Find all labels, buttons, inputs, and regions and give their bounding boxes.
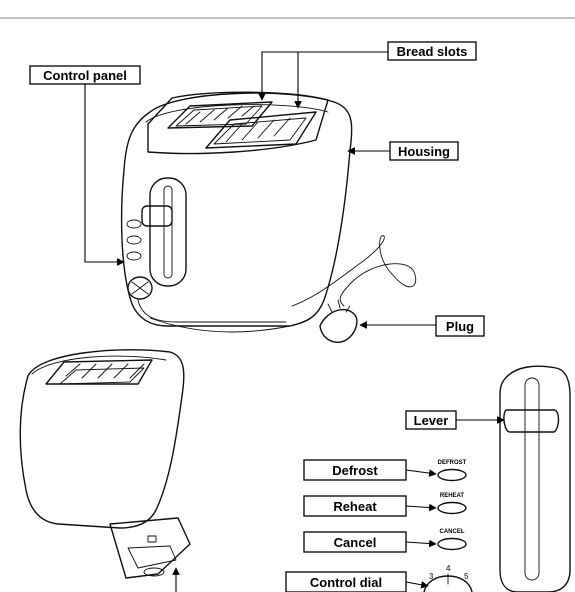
- label-reheat: Reheat: [333, 499, 377, 514]
- label-bread-slots: Bread slots: [397, 44, 468, 59]
- callout-defrost: Defrost: [304, 460, 436, 480]
- dial-number-3: 3: [429, 572, 434, 581]
- dial-number-5: 5: [464, 572, 469, 581]
- label-control-dial: Control dial: [310, 575, 382, 590]
- cancel-button-label: CANCEL: [440, 529, 465, 535]
- control-panel-detail: DEFROST REHEAT CANCEL 3 4 5: [424, 366, 570, 592]
- label-cancel: Cancel: [334, 535, 377, 550]
- defrost-button-label: DEFROST: [438, 460, 467, 466]
- callout-control-dial: Control dial: [286, 572, 428, 592]
- label-plug: Plug: [446, 319, 474, 334]
- label-lever: Lever: [414, 413, 449, 428]
- callout-bread-slots: Bread slots: [262, 42, 476, 108]
- callout-housing: Housing: [348, 142, 458, 160]
- callout-lever: Lever: [406, 411, 504, 429]
- dial-number-4: 4: [446, 564, 451, 573]
- label-control-panel: Control panel: [43, 68, 127, 83]
- callout-plug: Plug: [360, 316, 484, 336]
- label-defrost: Defrost: [332, 463, 378, 478]
- reheat-button-label: REHEAT: [440, 493, 465, 499]
- toaster-secondary: [20, 350, 190, 578]
- toaster-main: [122, 92, 416, 342]
- callout-control-panel: Control panel: [30, 66, 140, 262]
- label-housing: Housing: [398, 144, 450, 159]
- callout-cancel: Cancel: [304, 532, 436, 552]
- callout-reheat: Reheat: [304, 496, 436, 516]
